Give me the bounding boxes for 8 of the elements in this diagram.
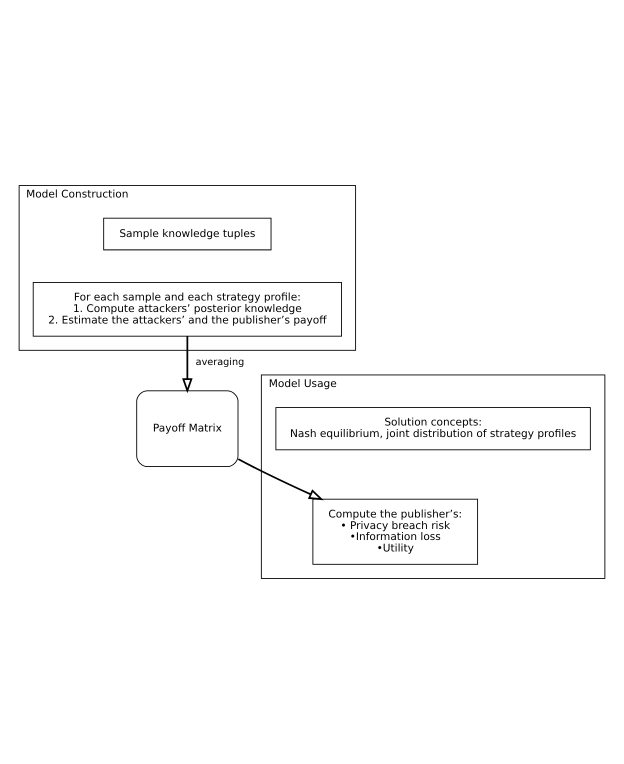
node-box: Compute the publisher’s: • Privacy breach risk •Information loss •Utility <box>312 498 478 565</box>
node-box: Payoff Matrix <box>136 390 238 467</box>
arrow <box>238 458 324 500</box>
arrow <box>182 336 193 394</box>
node-box: Solution concepts: Nash equilibrium, joint distribution of strategy profiles <box>275 407 591 450</box>
node-box: Sample knowledge tuples <box>103 218 272 250</box>
node-box: For each sample and each strategy profile: 1. Compute attackers’ posterior knowledge 2. Estimate the attackers’ and the publisher’s payoff <box>32 282 342 337</box>
edge-label: averaging <box>196 357 244 368</box>
